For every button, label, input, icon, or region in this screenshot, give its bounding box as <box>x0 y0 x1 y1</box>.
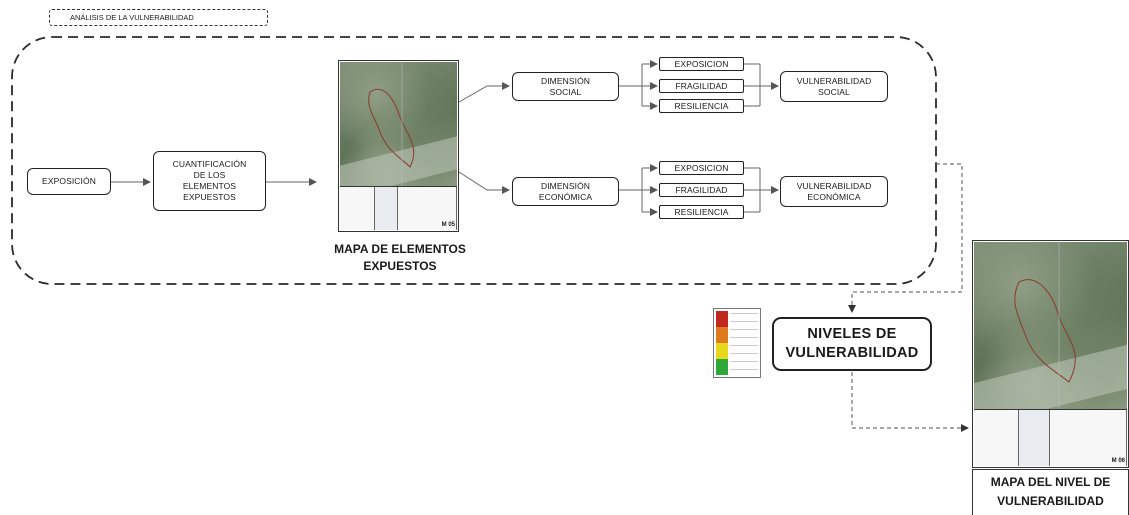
vulnerabilidad-economica-node: VULNERABILIDAD ECONÓMICA <box>780 176 888 207</box>
scale-level-medium <box>716 343 728 359</box>
scale-level-high <box>716 327 728 343</box>
vulnerabilidad-social-node: VULNERABILIDAD SOCIAL <box>780 71 888 102</box>
map-number: M 05 <box>441 222 455 228</box>
scale-level-low <box>716 359 728 375</box>
social-resiliencia-box: RESILIENCIA <box>659 99 744 113</box>
arrow-niveles-mapa-final <box>851 372 969 432</box>
cuantificacion-node: CUANTIFICACIÓN DE LOS ELEMENTOS EXPUESTO… <box>153 151 266 211</box>
economica-fragilidad-box: FRAGILIDAD <box>659 183 744 197</box>
exposicion-node: EXPOSICIÓN <box>27 168 111 195</box>
arrow-mapa-economica <box>458 171 510 194</box>
dimension-economica-node: DIMENSIÓN ECONÓMICA <box>512 177 619 206</box>
economica-resiliencia-box: RESILIENCIA <box>659 205 744 219</box>
mapa-nivel-vulnerabilidad-thumbnail: M 06 <box>972 240 1129 468</box>
mapa-elementos-expuestos-thumbnail: M 05 <box>338 60 459 232</box>
arrow-mapa-social <box>458 82 510 103</box>
dimension-social-node: DIMENSIÓN SOCIAL <box>512 72 619 101</box>
vulnerability-scale-legend <box>713 308 761 378</box>
mapa-nivel-label: MAPA DEL NIVEL DE VULNERABILIDAD <box>990 475 1111 508</box>
social-exposicion-box: EXPOSICION <box>659 57 744 71</box>
social-fragilidad-box: FRAGILIDAD <box>659 79 744 93</box>
scale-level-very-high <box>716 311 728 327</box>
map-boundary-icon <box>1014 242 1076 412</box>
section-title: ANÁLISIS DE LA VULNERABILIDAD <box>49 9 268 26</box>
arrow-group-niveles <box>848 163 963 313</box>
map-number: M 06 <box>1111 458 1125 464</box>
map-boundary-icon <box>368 62 415 189</box>
mapa-elementos-label: MAPA DE ELEMENTOS EXPUESTOS <box>334 242 466 273</box>
analysis-group-outline <box>11 36 937 285</box>
niveles-vulnerabilidad-node: NIVELES DE VULNERABILIDAD <box>772 317 932 371</box>
economica-exposicion-box: EXPOSICION <box>659 161 744 175</box>
